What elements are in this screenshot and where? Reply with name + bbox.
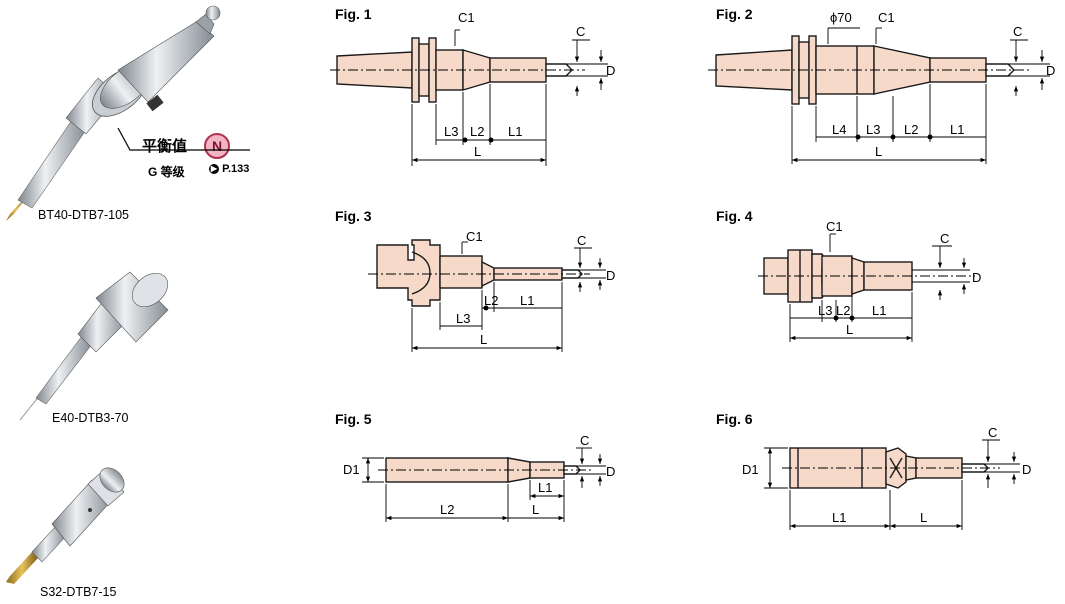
- fig1-c1-label: C1: [458, 10, 475, 25]
- page-reference: ▶ P.133: [209, 163, 249, 175]
- balance-grade: G 等级: [148, 165, 185, 179]
- fig1-c-label: C: [576, 24, 585, 39]
- fig2-phi70-label: ϕ70: [830, 10, 852, 25]
- fig2-l4-label: L4: [832, 122, 846, 137]
- fig3-l1-label: L1: [520, 293, 534, 308]
- fig6-l1-label: L1: [832, 510, 846, 525]
- fig-3-dimensions: [368, 241, 606, 352]
- fig1-l-label: L: [474, 144, 481, 159]
- fig-1-title: Fig. 1: [335, 6, 372, 22]
- fig2-c1-label: C1: [878, 10, 895, 25]
- fig3-hsk-body: [376, 239, 441, 307]
- product-photo-bt40: [6, 5, 250, 221]
- fig2-l1-label: L1: [950, 122, 964, 137]
- drill-bit: [6, 198, 26, 221]
- arrow-right-icon: ▶: [209, 164, 219, 175]
- tool-shank: [35, 335, 93, 405]
- tool-shank: [17, 119, 87, 209]
- dimension-labels: C1 C D L3 L2 L1 L ϕ70 C1 C D L4 L3 L2 L1…: [343, 10, 1055, 525]
- callout-leader: [117, 127, 250, 151]
- fig5-l2-label: L2: [440, 502, 454, 517]
- product-photo-s32: [6, 467, 125, 584]
- fig-1-dimensions: [330, 29, 608, 166]
- fig1-l2-label: L2: [470, 124, 484, 139]
- product-caption-bt40: BT40-DTB7-105: [38, 208, 130, 222]
- fig6-l-label: L: [920, 510, 927, 525]
- product-caption-e40: E40-DTB3-70: [52, 411, 129, 425]
- fig6-c-label: C: [988, 425, 997, 440]
- fig6-d1-label: D1: [742, 462, 759, 477]
- fig-2-dimensions: [708, 27, 1050, 164]
- fig-5-title: Fig. 5: [335, 411, 372, 427]
- fig-6-title: Fig. 6: [716, 411, 753, 427]
- fig3-neck: [439, 255, 483, 289]
- fig3-d-label: D: [606, 268, 615, 283]
- fig2-shank: [929, 57, 987, 83]
- pull-stud: [205, 5, 221, 21]
- fig-4-dimensions: [758, 233, 975, 342]
- fig3-c1-label: C1: [466, 229, 483, 244]
- fig3-c-label: C: [577, 233, 586, 248]
- fig1-l1-label: L1: [508, 124, 522, 139]
- drill-bit: [6, 552, 38, 584]
- fig-2-title: Fig. 2: [716, 6, 753, 22]
- balance-label: 平衡值: [142, 138, 188, 155]
- fig-6-dimensions: [764, 439, 1020, 530]
- fig5-d1-label: D1: [343, 462, 360, 477]
- fig1-d-label: D: [606, 63, 615, 78]
- fig6-d-label: D: [1022, 462, 1031, 477]
- fig2-d-label: D: [1046, 63, 1055, 78]
- fig1-l3-label: L3: [444, 124, 458, 139]
- balance-badge: N: [204, 133, 230, 159]
- fig2-l-label: L: [875, 144, 882, 159]
- drill-bit: [19, 394, 41, 421]
- taper: [117, 21, 215, 103]
- product-caption-s32: S32-DTB7-15: [40, 585, 117, 599]
- fig2-l2-label: L2: [904, 122, 918, 137]
- hsk-holder: [95, 271, 169, 343]
- fig5-d-label: D: [606, 464, 615, 479]
- fig3-l2-label: L2: [484, 293, 498, 308]
- fig-2-drawing: [715, 35, 1015, 105]
- product-photo-e40: [19, 271, 169, 421]
- fig4-d-label: D: [972, 270, 981, 285]
- fig-3-title: Fig. 3: [335, 208, 372, 224]
- fig5-l-label: L: [532, 502, 539, 517]
- fig-4-title: Fig. 4: [716, 208, 753, 224]
- fig5-c-label: C: [580, 433, 589, 448]
- fig3-l-label: L: [480, 332, 487, 347]
- fig3-l3-label: L3: [456, 311, 470, 326]
- fig4-l-label: L: [846, 322, 853, 337]
- fig-3-drawing: [376, 239, 583, 307]
- fig5-l1-label: L1: [538, 480, 552, 495]
- fig4-l3-label: L3: [818, 303, 832, 318]
- page-ref-text: P.133: [222, 163, 250, 175]
- fig4-c-label: C: [940, 231, 949, 246]
- fig2-c-label: C: [1013, 24, 1022, 39]
- fig2-l3-label: L3: [866, 122, 880, 137]
- fig4-l1-label: L1: [872, 303, 886, 318]
- fig4-l2-label: L2: [836, 303, 850, 318]
- fig-5-dimensions: [362, 447, 606, 522]
- fig4-c1-label: C1: [826, 219, 843, 234]
